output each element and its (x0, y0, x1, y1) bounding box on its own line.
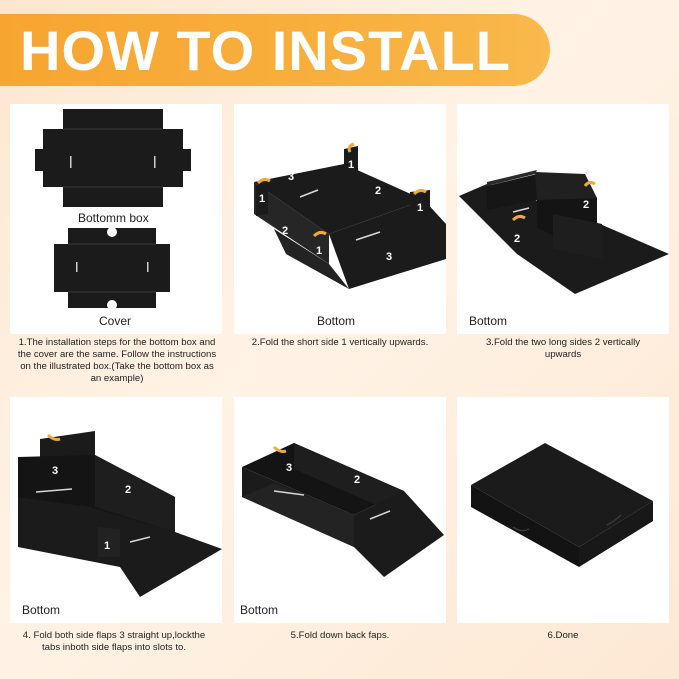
fold-back-flaps-illustration: 3 2 (242, 443, 444, 577)
step-2-panel: 1 3 1 2 1 2 1 3 Bottom (234, 104, 446, 334)
step-6-caption: 6.Done (547, 630, 579, 641)
step-4-panel: 3 2 1 Bottom (10, 397, 222, 623)
marker-2: 2 (354, 474, 360, 486)
step-3-caption: 3.Fold the two long sides 2 vertically u… (485, 337, 641, 360)
marker-1-right: 1 (417, 202, 423, 214)
fold-short-side-illustration: 1 3 1 2 1 2 1 3 (254, 142, 446, 289)
marker-1: 1 (104, 540, 110, 552)
bottom-box-label: Bottomm box (78, 211, 149, 225)
bottom-label: Bottom (240, 603, 279, 617)
marker-1-top-right: 1 (348, 159, 354, 171)
marker-2-back: 2 (583, 199, 589, 211)
banner-title: HOW TO INSTALL (20, 19, 511, 82)
marker-2-left: 2 (282, 225, 288, 237)
step-6-panel (457, 397, 669, 623)
title-banner: HOW TO INSTALL (0, 14, 550, 86)
marker-3-top: 3 (288, 171, 294, 183)
finished-box-illustration (471, 443, 653, 567)
step-4-caption: 4. Fold both side flaps 3 straight up,lo… (22, 630, 206, 653)
marker-1-left: 1 (259, 193, 265, 205)
step-3-panel: 2 2 Bottom (457, 104, 669, 334)
marker-2-right: 2 (375, 185, 381, 197)
marker-3: 3 (52, 465, 58, 477)
step-1-panel: Bottomm box Cover (10, 104, 222, 334)
step-5-caption: 5.Fold down back faps. (290, 630, 390, 641)
step-1-caption: 1.The installation steps for the bottom … (17, 337, 217, 384)
step-5-panel: 3 2 Bottom (234, 397, 446, 623)
marker-3: 3 (286, 462, 292, 474)
step-2-caption: 2.Fold the short side 1 vertically upwar… (251, 337, 429, 348)
fold-long-sides-illustration: 2 2 (459, 170, 669, 294)
cover-label: Cover (99, 314, 132, 328)
bottom-label: Bottom (317, 314, 356, 328)
marker-2: 2 (125, 484, 131, 496)
flat-box-illustration (35, 109, 191, 310)
fold-side-flaps-illustration: 3 2 1 (18, 431, 222, 597)
marker-2-front: 2 (514, 233, 520, 245)
marker-1-bottom: 1 (316, 245, 322, 257)
marker-3-bottom: 3 (386, 251, 392, 263)
bottom-label: Bottom (469, 314, 508, 328)
bottom-label: Bottom (22, 603, 61, 617)
